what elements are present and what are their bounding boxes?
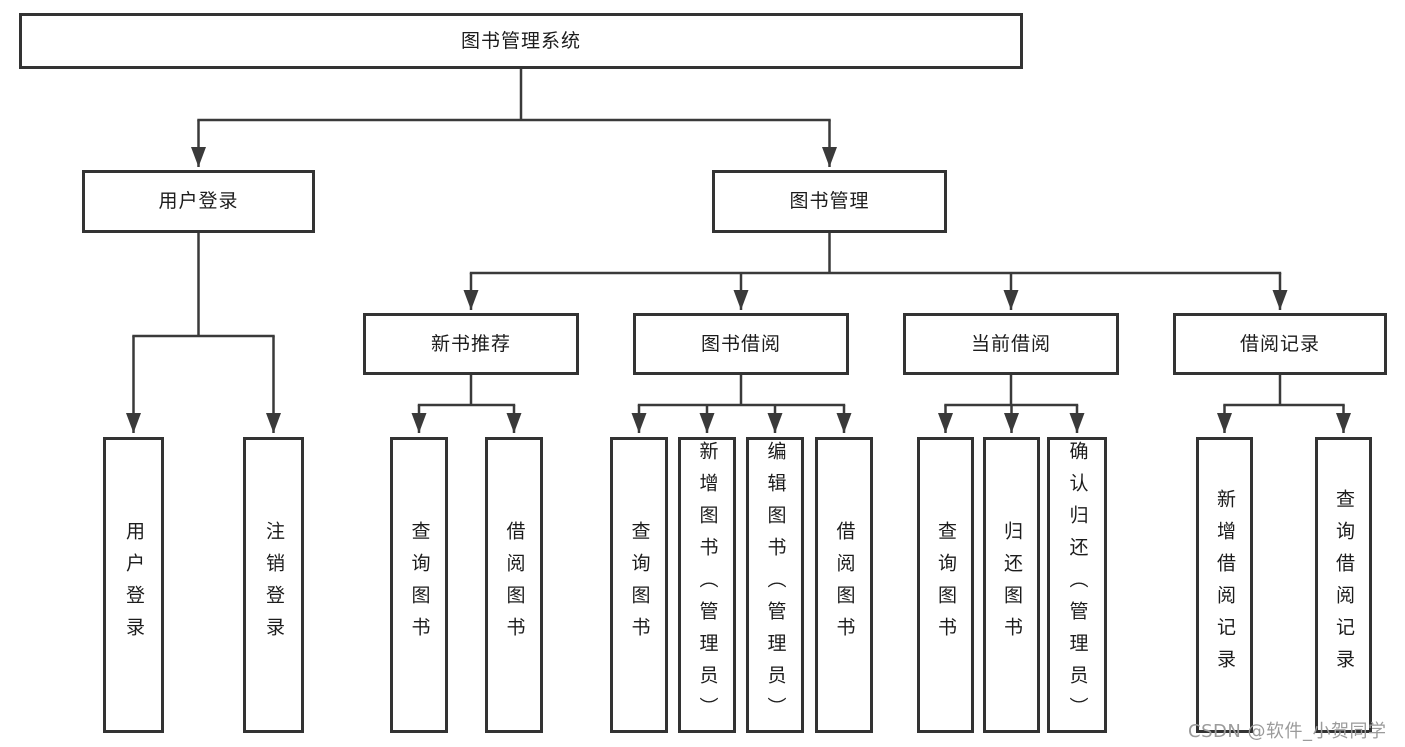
node-leaf-borrow-books-recommend: 借阅图书 <box>485 437 543 733</box>
node-leaf-borrow-books: 借阅图书 <box>815 437 873 733</box>
node-book-management: 图书管理 <box>712 170 947 233</box>
node-leaf-query-borrow-record: 查询借阅记录 <box>1315 437 1372 733</box>
node-leaf-edit-book-admin: 编辑图书（管理员） <box>746 437 804 733</box>
node-new-book-recommend: 新书推荐 <box>363 313 579 375</box>
node-user-login: 用户登录 <box>82 170 315 233</box>
node-leaf-query-books-recommend: 查询图书 <box>390 437 448 733</box>
node-leaf-query-books-borrow: 查询图书 <box>610 437 668 733</box>
csdn-watermark: CSDN @软件_小贺同学 <box>1188 721 1387 742</box>
node-leaf-return-book: 归还图书 <box>983 437 1040 733</box>
node-leaf-logout-login: 注销登录 <box>243 437 304 733</box>
node-borrow-records: 借阅记录 <box>1173 313 1387 375</box>
node-leaf-confirm-return-admin: 确认归还（管理员） <box>1047 437 1107 733</box>
node-book-borrow: 图书借阅 <box>633 313 849 375</box>
node-leaf-query-books-current: 查询图书 <box>917 437 974 733</box>
node-library-management-system: 图书管理系统 <box>19 13 1023 69</box>
node-leaf-user-login: 用户登录 <box>103 437 164 733</box>
node-leaf-add-book-admin: 新增图书（管理员） <box>678 437 736 733</box>
node-current-borrow: 当前借阅 <box>903 313 1119 375</box>
node-leaf-add-borrow-record: 新增借阅记录 <box>1196 437 1253 733</box>
